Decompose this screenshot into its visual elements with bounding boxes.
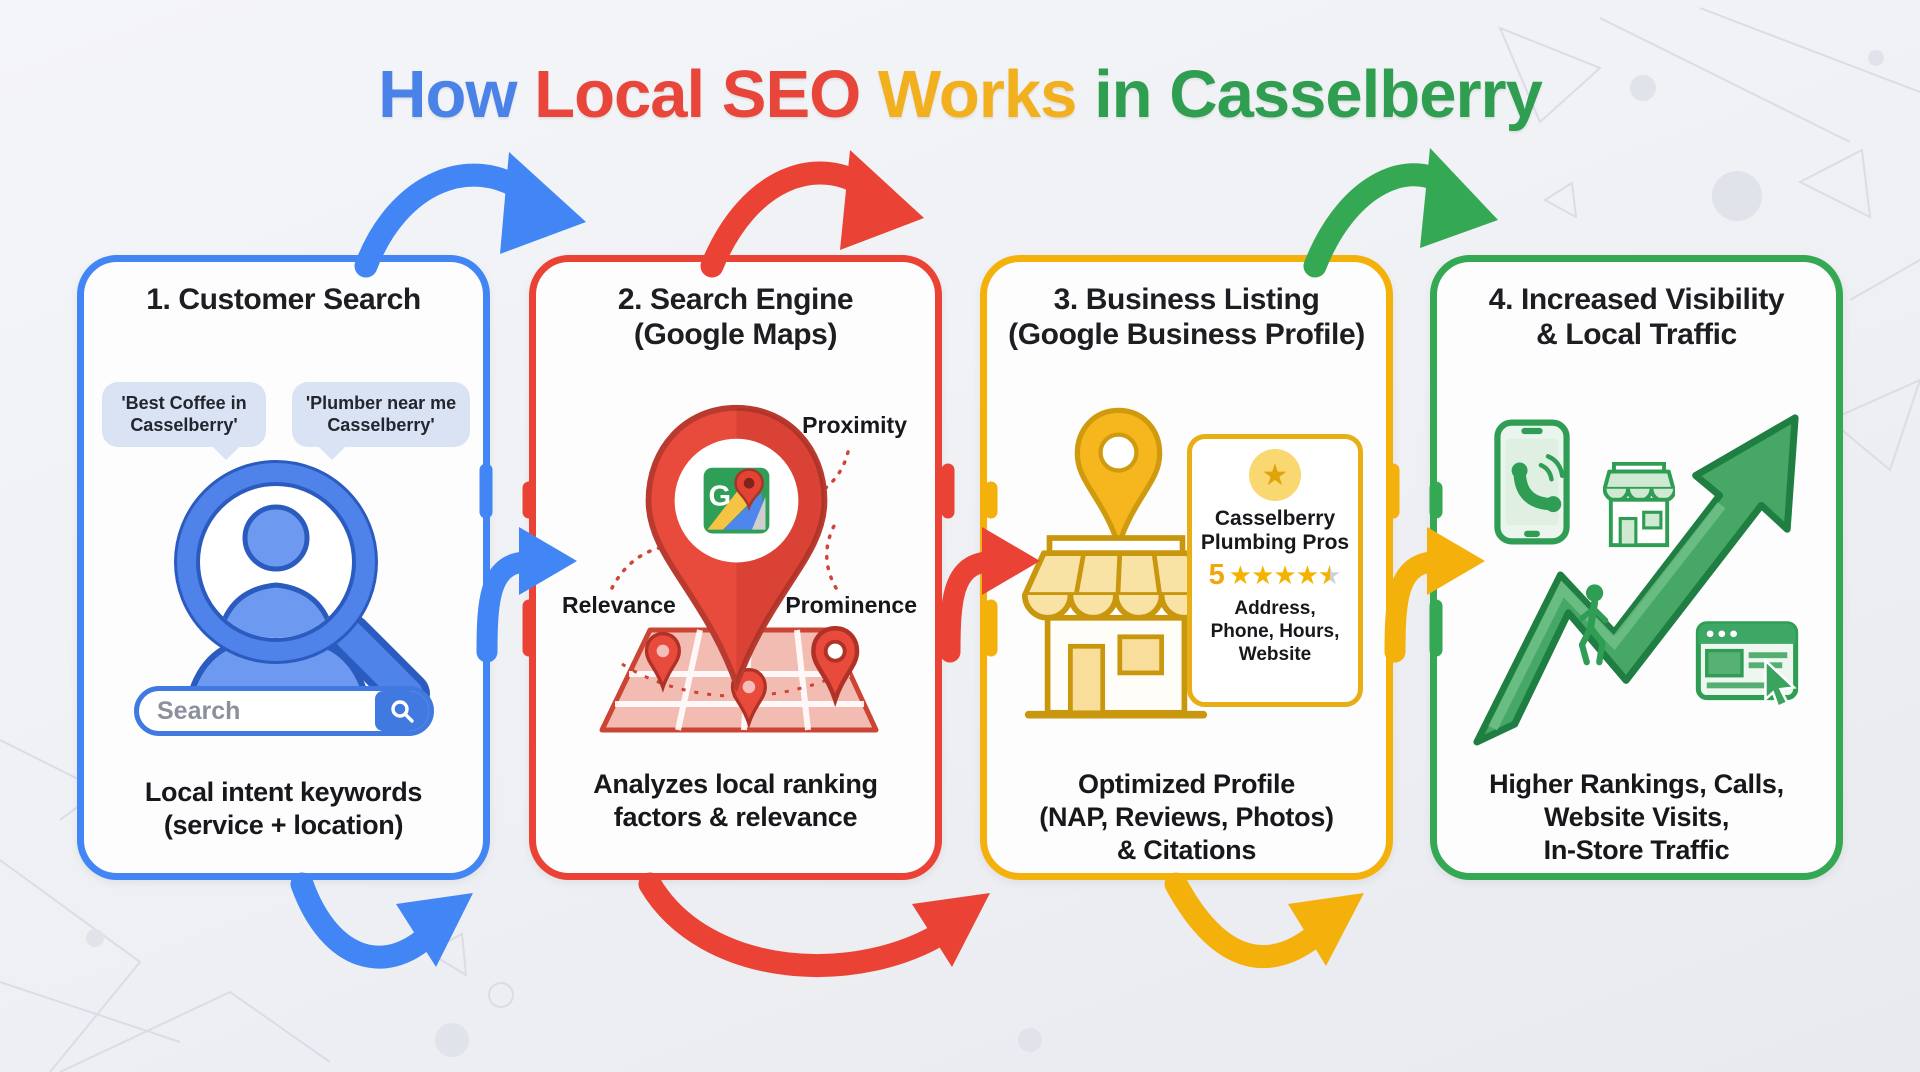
title-word-localseo: Local SEO — [534, 57, 878, 132]
star-badge-icon: ★ — [1249, 449, 1301, 501]
step3-business-listing-card: 3. Business Listing (Google Business Pro… — [980, 255, 1393, 880]
bottom-arc-arrow-yellow — [1164, 872, 1364, 969]
business-details: Address, Phone, Hours, Website — [1210, 598, 1340, 665]
title-word-works: Works — [877, 57, 1095, 132]
title-word-how: How — [378, 57, 535, 132]
half-star-icon: ★★ — [1318, 560, 1342, 591]
rating-value: 5 — [1208, 559, 1225, 592]
top-arc-arrow-blue — [354, 152, 586, 278]
step3-heading: 3. Business Listing (Google Business Pro… — [1008, 283, 1365, 352]
step4-visibility-card: 4. Increased Visibility & Local Traffic — [1430, 255, 1843, 880]
top-arc-arrow-red — [700, 150, 924, 278]
relevance-label: Relevance — [562, 592, 676, 618]
step2-search-engine-card: 2. Search Engine (Google Maps) Proximity… — [529, 255, 942, 880]
prominence-label: Prominence — [785, 592, 917, 618]
phone-call-icon — [1493, 415, 1571, 549]
business-name: Casselberry Plumbing Pros — [1200, 507, 1350, 555]
search-query-bubble-left: 'Best Coffee in Casselberry' — [102, 382, 266, 448]
storefront-icon — [1021, 534, 1211, 732]
step1-customer-search-card: 1. Customer Search 'Best Coffee in Casse… — [77, 255, 490, 880]
map-pin-icon: G — [634, 402, 839, 692]
bottom-arc-arrow-red — [638, 872, 990, 978]
proximity-label: Proximity — [802, 412, 907, 438]
search-button — [375, 691, 429, 731]
bottom-arc-arrow-blue — [290, 872, 473, 969]
search-icon — [391, 700, 414, 723]
search-query-bubble-right: 'Plumber near me Casselberry' — [292, 382, 470, 448]
business-profile-card: ★ Casselberry Plumbing Pros 5 ★★★★ ★★ Ad… — [1187, 434, 1363, 707]
walking-person-icon — [1571, 574, 1615, 678]
top-arc-arrow-green — [1303, 148, 1498, 278]
search-input: Search — [134, 686, 434, 736]
step1-caption: Local intent keywords (service + locatio… — [144, 777, 423, 840]
small-storefront-icon — [1603, 462, 1675, 550]
step2-heading: 2. Search Engine (Google Maps) — [617, 283, 854, 352]
step4-heading: 4. Increased Visibility & Local Traffic — [1488, 283, 1785, 352]
step3-caption: Optimized Profile (NAP, Reviews, Photos)… — [1039, 769, 1334, 865]
google-maps-logo-icon: G — [703, 467, 770, 534]
map-mini-pins — [644, 625, 860, 729]
svg-text:G: G — [708, 480, 731, 512]
yellow-map-pin-icon — [1071, 406, 1166, 554]
step2-caption: Analyzes local ranking factors & relevan… — [593, 769, 878, 832]
page-title: How Local SEO Works in Casselberry — [0, 56, 1920, 133]
browser-cursor-icon — [1695, 620, 1799, 708]
search-placeholder: Search — [157, 696, 241, 725]
rating-row: 5 ★★★★ ★★ — [1192, 559, 1358, 592]
step4-caption: Higher Rankings, Calls, Website Visits, … — [1489, 769, 1784, 865]
step1-heading: 1. Customer Search — [146, 283, 421, 316]
title-word-location: in Casselberry — [1094, 57, 1543, 132]
star-icons: ★★★★ — [1228, 560, 1319, 591]
